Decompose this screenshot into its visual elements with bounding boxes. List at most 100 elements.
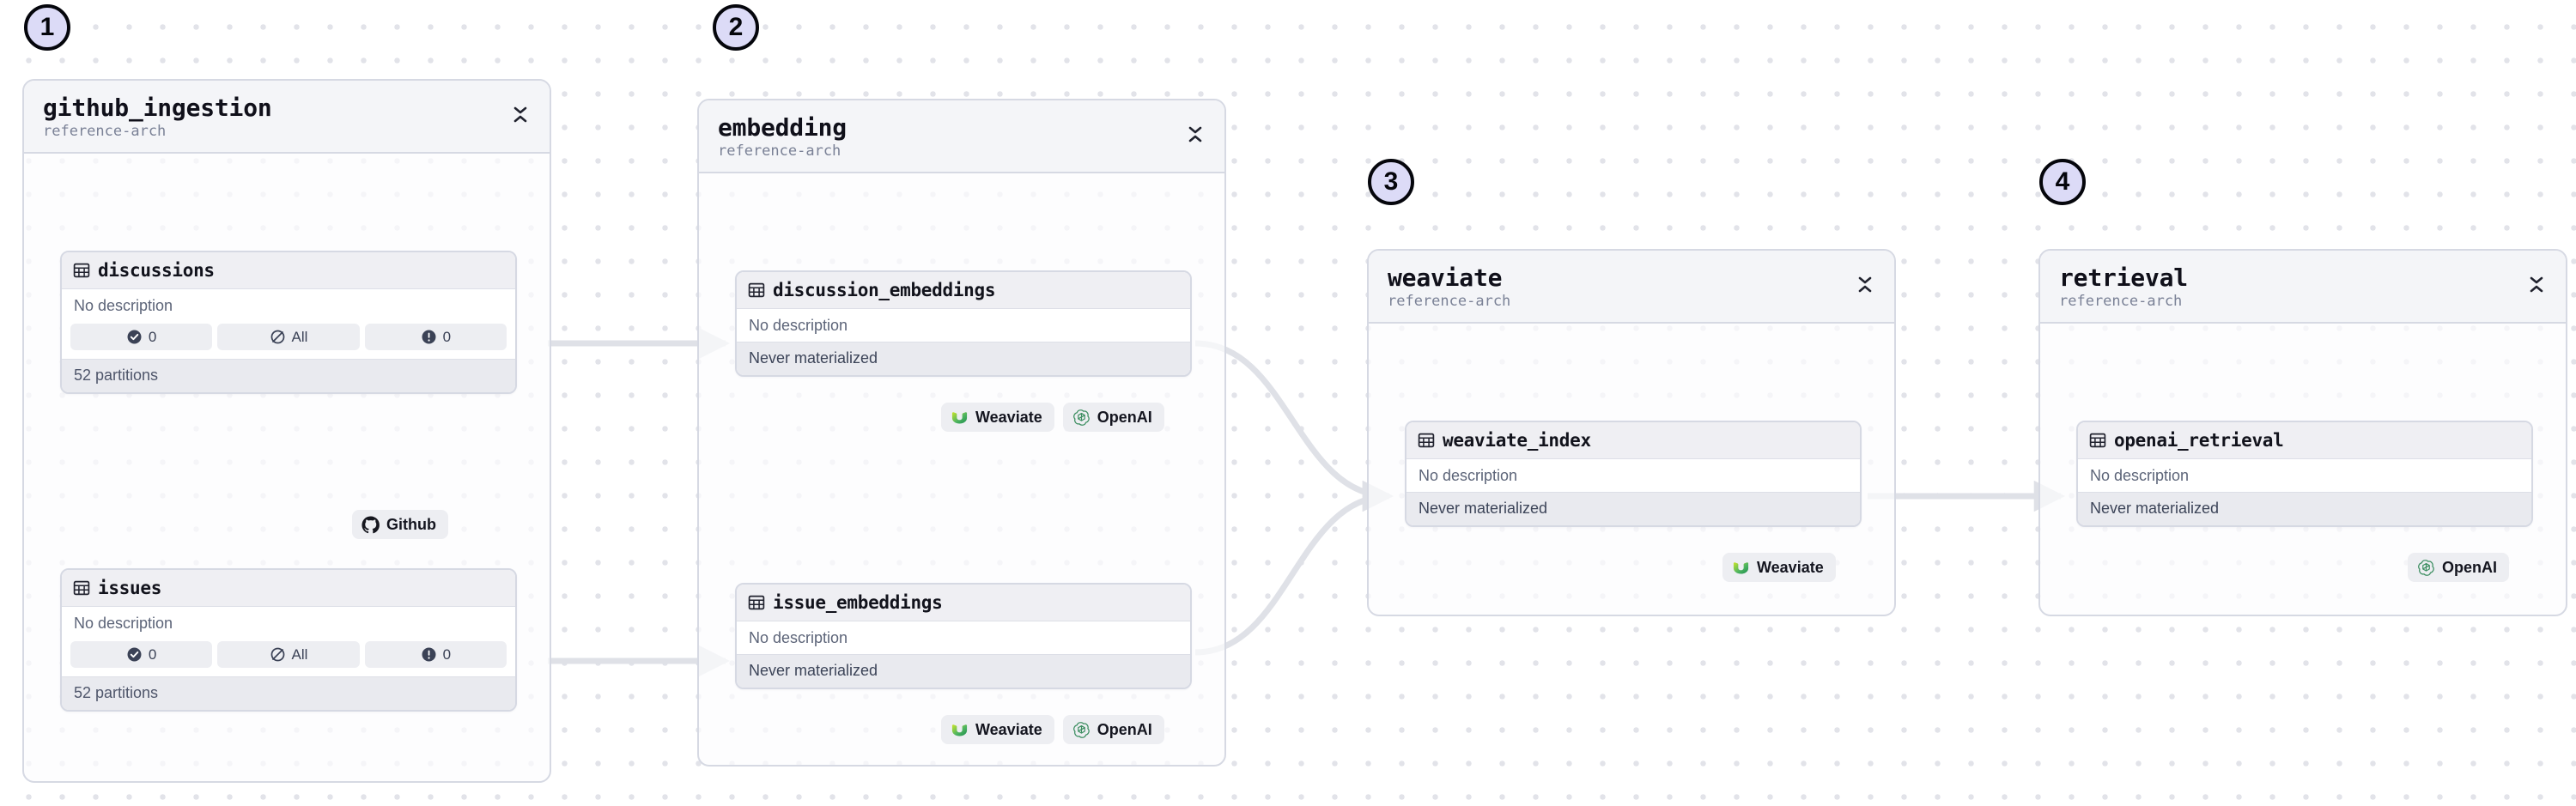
asset-header: discussions bbox=[62, 252, 515, 289]
group-embedding[interactable]: embedding reference-arch discussion_embe… bbox=[697, 99, 1226, 767]
group-subtitle: reference-arch bbox=[43, 123, 167, 141]
asset-name: discussions bbox=[98, 260, 215, 281]
step-badge-4: 4 bbox=[2039, 159, 2086, 205]
openai-icon bbox=[1072, 409, 1091, 427]
step-badge-label: 1 bbox=[39, 13, 55, 41]
asset-name: issue_embeddings bbox=[773, 592, 943, 613]
status-chip-checks[interactable]: 0 bbox=[70, 641, 213, 668]
tag-pill-label: OpenAI bbox=[1097, 408, 1152, 426]
step-badge-2: 2 bbox=[713, 4, 759, 51]
asset-node-issues[interactable]: issues No description 0 All bbox=[60, 568, 517, 712]
openai-icon bbox=[1072, 721, 1091, 739]
check-circle-icon bbox=[126, 646, 143, 663]
tag-pill-openai[interactable]: OpenAI bbox=[1062, 403, 1164, 432]
alert-circle-icon bbox=[421, 646, 437, 663]
asset-node-discussion-embeddings[interactable]: discussion_embeddings No description Nev… bbox=[735, 270, 1192, 377]
tag-row-openai-retrieval: OpenAI bbox=[2408, 553, 2510, 582]
group-title: embedding bbox=[718, 113, 847, 142]
group-subtitle: reference-arch bbox=[1388, 293, 1511, 311]
alert-circle-icon bbox=[421, 329, 437, 345]
tag-row-discussions: Github bbox=[352, 510, 448, 539]
group-header[interactable]: embedding reference-arch bbox=[699, 100, 1224, 174]
asset-header: openai_retrieval bbox=[2078, 422, 2531, 459]
asset-description: No description bbox=[1406, 459, 1860, 492]
collapse-vertical-icon[interactable] bbox=[1185, 121, 1206, 147]
asset-status-row: 0 All 0 bbox=[62, 322, 515, 359]
group-weaviate[interactable]: weaviate reference-arch weaviate_index N… bbox=[1367, 249, 1896, 616]
tag-pill-label: Weaviate bbox=[1757, 558, 1824, 576]
group-header[interactable]: retrieval reference-arch bbox=[2040, 251, 2566, 324]
table-icon bbox=[73, 262, 90, 279]
weaviate-icon bbox=[951, 721, 969, 739]
collapse-vertical-icon[interactable] bbox=[510, 101, 531, 127]
asset-status-row: 0 All 0 bbox=[62, 639, 515, 676]
status-chip-label: All bbox=[291, 645, 308, 663]
table-icon bbox=[748, 282, 765, 299]
github-icon bbox=[361, 516, 380, 534]
status-chip-alerts[interactable]: 0 bbox=[364, 324, 507, 350]
step-badge-1: 1 bbox=[24, 4, 70, 51]
collapse-vertical-icon[interactable] bbox=[1855, 271, 1875, 297]
group-header[interactable]: weaviate reference-arch bbox=[1369, 251, 1894, 324]
table-icon bbox=[73, 579, 90, 597]
tag-pill-openai[interactable]: OpenAI bbox=[2408, 553, 2510, 582]
asset-name: issues bbox=[98, 578, 162, 598]
weaviate-icon bbox=[1732, 559, 1750, 577]
freshness-off-icon bbox=[270, 329, 286, 345]
tag-row-issue-embeddings: Weaviate OpenAI bbox=[941, 715, 1164, 744]
asset-header: weaviate_index bbox=[1406, 422, 1860, 459]
tag-pill-label: Weaviate bbox=[975, 720, 1042, 738]
group-subtitle: reference-arch bbox=[2059, 293, 2183, 311]
group-title: retrieval bbox=[2059, 264, 2188, 292]
asset-header: issues bbox=[62, 570, 515, 607]
group-title: weaviate bbox=[1388, 264, 1503, 292]
asset-node-weaviate-index[interactable]: weaviate_index No description Never mate… bbox=[1405, 421, 1862, 527]
asset-materialization-status: Never materialized bbox=[737, 342, 1190, 375]
asset-name: discussion_embeddings bbox=[773, 280, 996, 300]
asset-node-openai-retrieval[interactable]: openai_retrieval No description Never ma… bbox=[2076, 421, 2533, 527]
tag-pill-label: Weaviate bbox=[975, 408, 1042, 426]
tag-pill-weaviate[interactable]: Weaviate bbox=[941, 403, 1054, 432]
weaviate-icon bbox=[951, 409, 969, 427]
freshness-off-icon bbox=[270, 646, 286, 663]
table-icon bbox=[748, 594, 765, 611]
status-chip-label: All bbox=[291, 328, 308, 345]
status-chip-label: 0 bbox=[442, 645, 452, 663]
asset-node-issue-embeddings[interactable]: issue_embeddings No description Never ma… bbox=[735, 583, 1192, 689]
tag-pill-label: OpenAI bbox=[2442, 558, 2498, 576]
check-circle-icon bbox=[126, 329, 143, 345]
status-chip-alerts[interactable]: 0 bbox=[364, 641, 507, 668]
step-badge-label: 2 bbox=[728, 13, 744, 41]
group-github-ingestion[interactable]: github_ingestion reference-arch discussi… bbox=[22, 79, 551, 783]
status-chip-checks[interactable]: 0 bbox=[70, 324, 213, 350]
tag-row-weaviate-index: Weaviate bbox=[1722, 553, 1836, 582]
step-badge-3: 3 bbox=[1368, 159, 1414, 205]
asset-name: openai_retrieval bbox=[2114, 430, 2284, 451]
tag-pill-github[interactable]: Github bbox=[352, 510, 448, 539]
asset-description: No description bbox=[62, 607, 515, 639]
asset-node-discussions[interactable]: discussions No description 0 All bbox=[60, 251, 517, 394]
asset-description: No description bbox=[737, 309, 1190, 342]
tag-pill-weaviate[interactable]: Weaviate bbox=[1722, 553, 1836, 582]
collapse-vertical-icon[interactable] bbox=[2526, 271, 2547, 297]
tag-pill-label: Github bbox=[386, 515, 436, 533]
status-chip-label: 0 bbox=[148, 328, 157, 345]
tag-pill-weaviate[interactable]: Weaviate bbox=[941, 715, 1054, 744]
asset-description: No description bbox=[2078, 459, 2531, 492]
asset-description: No description bbox=[737, 621, 1190, 654]
tag-pill-label: OpenAI bbox=[1097, 720, 1152, 738]
openai-icon bbox=[2417, 559, 2435, 577]
status-chip-label: 0 bbox=[148, 645, 157, 663]
status-chip-freshness[interactable]: All bbox=[217, 324, 360, 350]
group-title: github_ingestion bbox=[43, 94, 272, 122]
status-chip-freshness[interactable]: All bbox=[217, 641, 360, 668]
asset-header: discussion_embeddings bbox=[737, 272, 1190, 309]
status-chip-label: 0 bbox=[442, 328, 452, 345]
group-header[interactable]: github_ingestion reference-arch bbox=[24, 81, 550, 155]
asset-partitions: 52 partitions bbox=[62, 676, 515, 710]
group-retrieval[interactable]: retrieval reference-arch openai_retrieva… bbox=[2038, 249, 2567, 616]
tag-row-discussion-embeddings: Weaviate OpenAI bbox=[941, 403, 1164, 432]
tag-pill-openai[interactable]: OpenAI bbox=[1062, 715, 1164, 744]
asset-partitions: 52 partitions bbox=[62, 359, 515, 392]
